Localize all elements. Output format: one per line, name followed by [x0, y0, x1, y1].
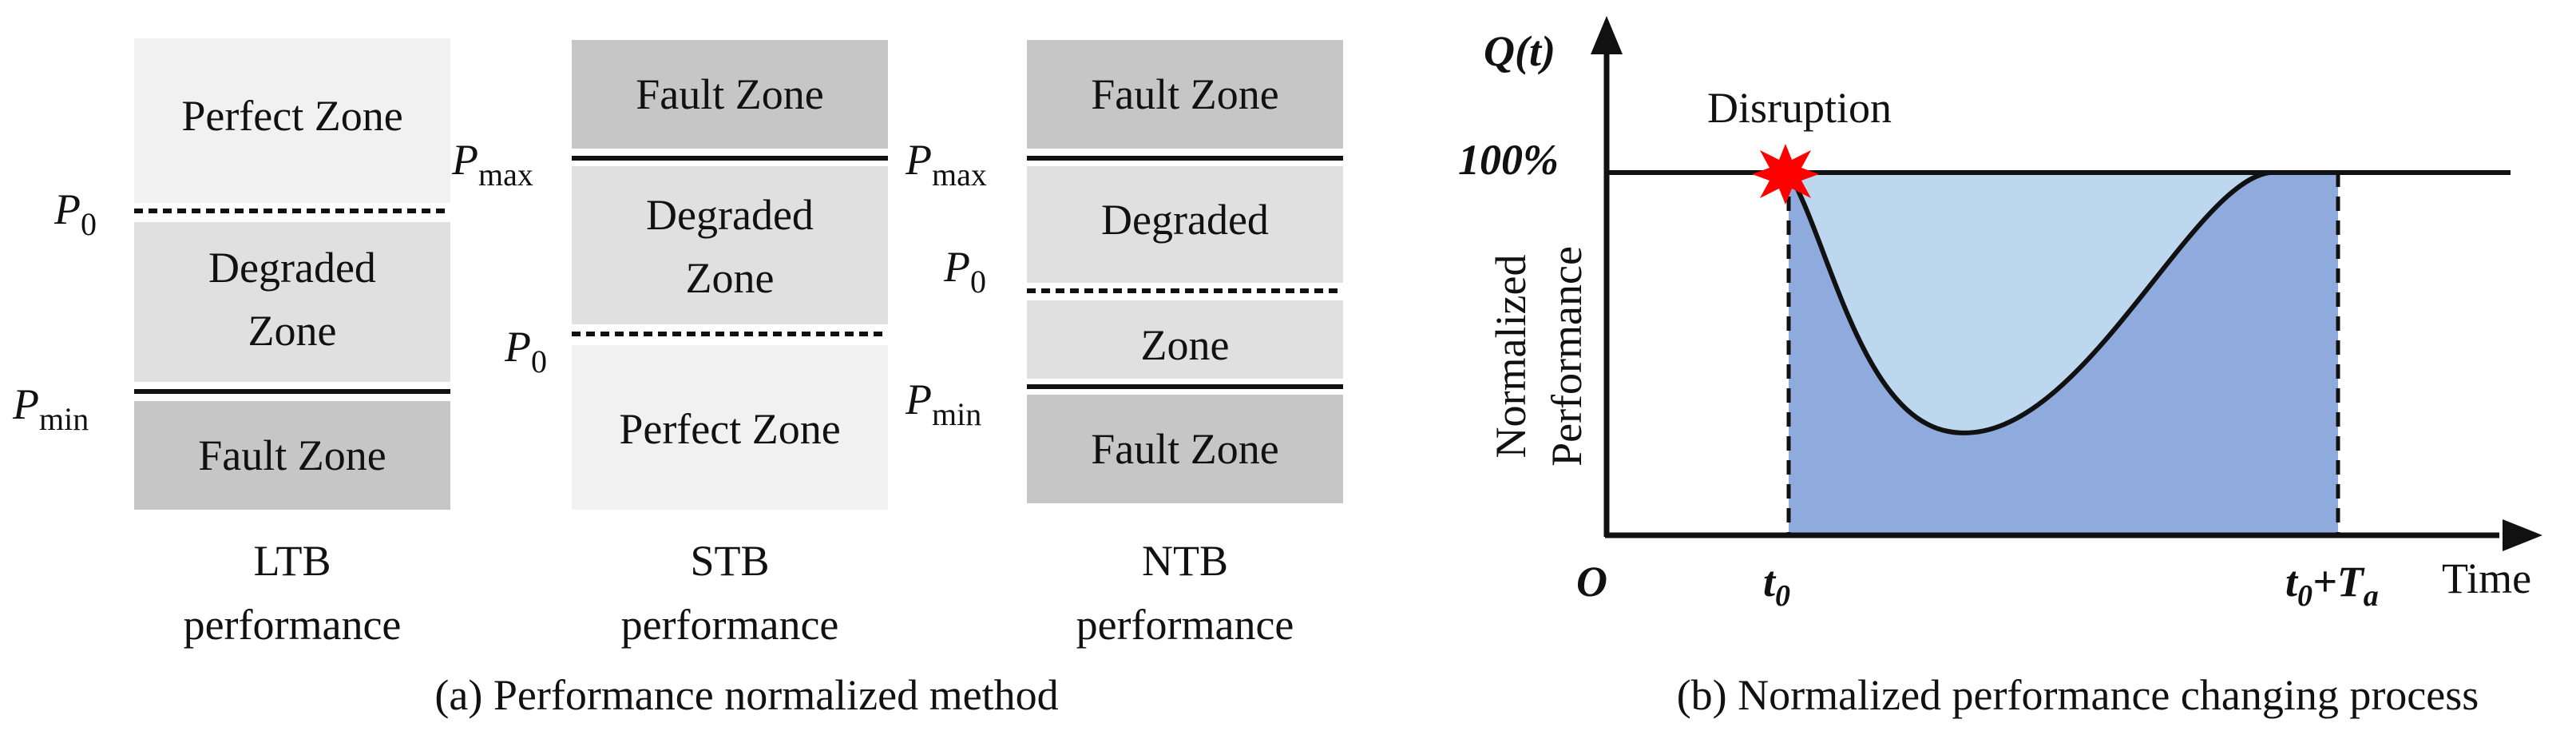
ltb-perfect-zone	[134, 38, 450, 203]
ntb-top-fault-zone	[1027, 40, 1343, 149]
y-axis-arrow-icon	[1591, 16, 1623, 54]
ntb-column-label-2: performance	[1076, 601, 1294, 649]
ltb-p0-marker: P0	[54, 185, 97, 242]
ltb-degraded-zone	[134, 222, 450, 382]
ltb-column-label-2: performance	[184, 601, 402, 649]
stb-fault-zone	[572, 40, 888, 149]
ltb-degraded-zone-label-2: Zone	[248, 307, 337, 355]
stb-degraded-zone-label-2: Zone	[686, 254, 775, 302]
disruption-star-icon	[1752, 144, 1819, 205]
ntb-p0-marker: P0	[943, 243, 986, 300]
ltb-column-label-1: LTB	[253, 537, 331, 585]
ltb-fault-zone-label: Fault Zone	[198, 431, 386, 479]
ntb-column: Fault Zone Pmax Degraded P0 Zone Pmin Fa…	[905, 40, 1343, 649]
ntb-degraded-zone-label: Degraded	[1101, 196, 1269, 244]
stb-degraded-zone-label-1: Degraded	[646, 191, 814, 239]
t0-label: t0	[1763, 558, 1790, 613]
performance-curve	[1786, 170, 2270, 435]
stb-p0-marker: P0	[504, 323, 547, 379]
ntb-bottom-fault-zone-label: Fault Zone	[1091, 425, 1278, 473]
stb-pmax-marker: Pmax	[451, 136, 533, 193]
panel-a: Perfect Zone P0 Degraded Zone Pmin Fault…	[12, 38, 1343, 719]
panel-b-caption: (b) Normalized performance changing proc…	[1677, 671, 2479, 719]
ltb-degraded-zone-label-1: Degraded	[208, 244, 376, 292]
disruption-label: Disruption	[1707, 84, 1892, 132]
ntb-pmax-marker: Pmax	[905, 136, 987, 193]
ntb-pmin-marker: Pmin	[905, 375, 981, 432]
ltb-fault-zone	[134, 401, 450, 510]
x-axis-label: Time	[2442, 554, 2531, 602]
y-axis-title: Q(t)	[1484, 27, 1556, 75]
ltb-pmin-marker: Pmin	[12, 380, 89, 437]
panel-b: Q(t) 100% Disruption Normalized Performa…	[1458, 16, 2542, 719]
tend-label: t0+Ta	[2285, 558, 2379, 613]
ltb-column: Perfect Zone P0 Degraded Zone Pmin Fault…	[12, 38, 450, 649]
stb-fault-zone-label: Fault Zone	[636, 70, 823, 118]
ntb-zone-label: Zone	[1141, 321, 1230, 369]
ntb-bottom-fault-zone	[1027, 395, 1343, 503]
full-performance-label: 100%	[1458, 136, 1559, 184]
stb-degraded-zone	[572, 166, 888, 324]
ntb-top-fault-zone-label: Fault Zone	[1091, 70, 1278, 118]
ntb-degraded-zone-lower	[1027, 300, 1343, 379]
panel-a-caption: (a) Performance normalized method	[434, 671, 1058, 719]
stb-column: Fault Zone Pmax Degraded Zone P0 Perfect…	[451, 40, 888, 649]
y-axis-label-line2: Performance	[1543, 246, 1591, 467]
ltb-perfect-zone-label: Perfect Zone	[181, 92, 402, 140]
stb-perfect-zone	[572, 345, 888, 510]
y-axis-label-line1: Normalized	[1487, 255, 1535, 459]
stb-column-label-2: performance	[621, 601, 839, 649]
stb-perfect-zone-label: Perfect Zone	[619, 405, 840, 453]
x-axis-arrow-icon	[2503, 519, 2542, 551]
performance-loss-area	[1789, 173, 2269, 433]
origin-label: O	[1576, 558, 1607, 606]
y-axis-label: Normalized Performance	[1487, 246, 1591, 467]
ntb-degraded-zone-upper	[1027, 166, 1343, 283]
stb-column-label-1: STB	[690, 537, 769, 585]
ntb-column-label-1: NTB	[1142, 537, 1228, 585]
